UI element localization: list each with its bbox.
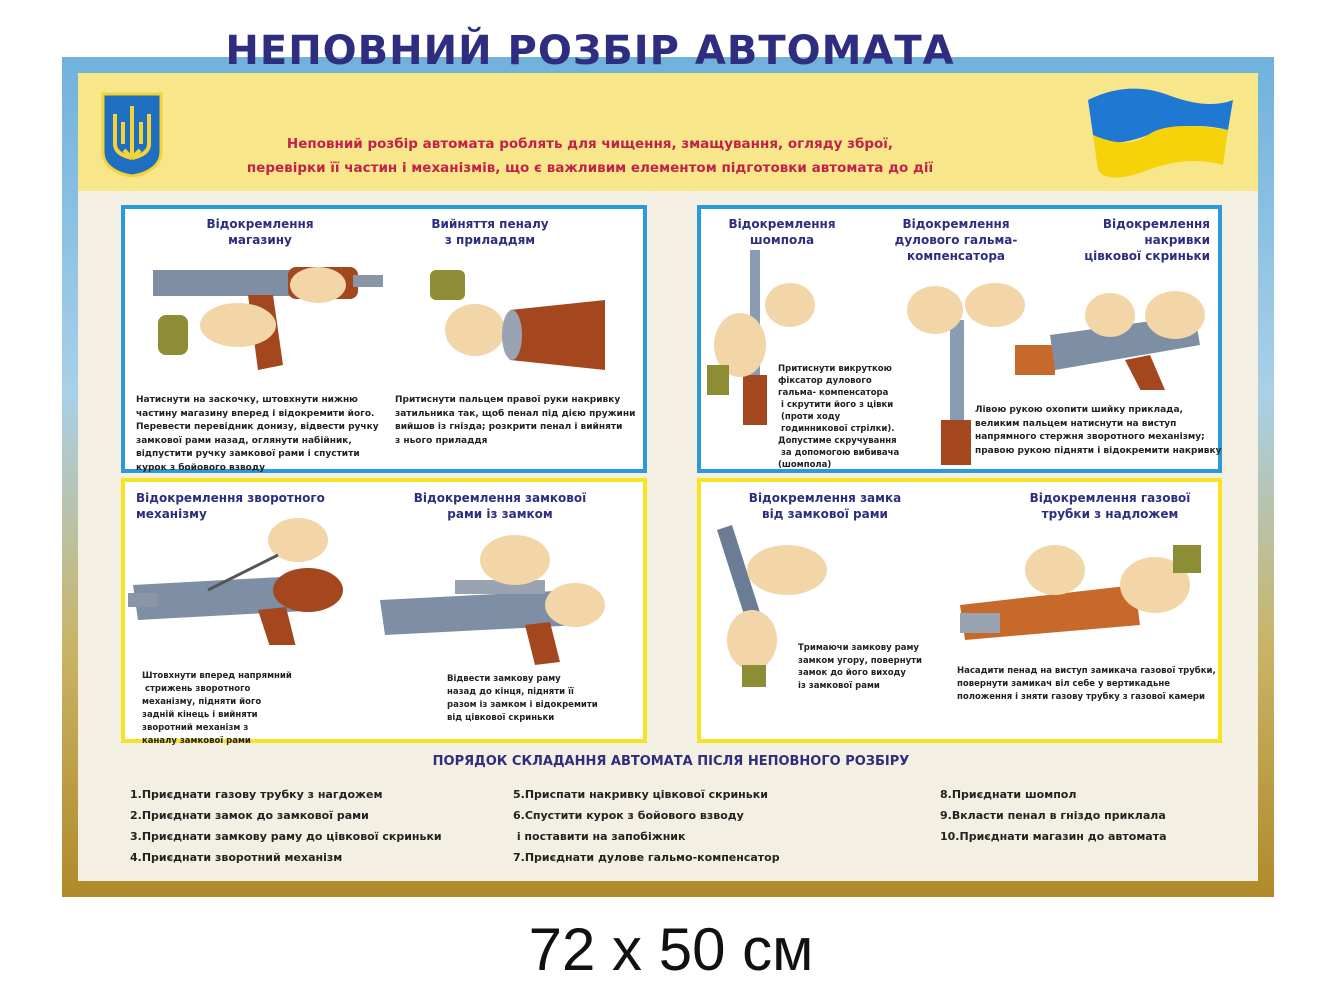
muzzle-brake-illustration — [907, 283, 1025, 465]
bolt-carrier-illustration — [380, 535, 605, 665]
caption-rod: Відокремлення шомпола — [728, 217, 836, 247]
step-1: 1.Приєднати газову трубку з нагдожем — [130, 788, 383, 801]
ukraine-trident-emblem — [101, 92, 163, 178]
step-6: 6.Спустити курок з бойового взводу — [513, 809, 744, 822]
text-magazine: Натиснути на заскочку, штовхнути нижню ч… — [136, 395, 379, 473]
ukraine-flag — [1088, 88, 1233, 178]
poster-header — [78, 73, 1258, 191]
caption-case: Вийняття пеналу з приладдям — [431, 217, 549, 247]
cleaning-rod-illustration — [707, 250, 815, 425]
step-9: 9.Вкласти пенал в гніздо приклала — [940, 809, 1166, 822]
step-4: 4.Приєднати зворотний механізм — [130, 851, 343, 864]
caption-carrier: Відокремлення замкової рами із замком — [413, 491, 587, 521]
step-2: 2.Приєднати замок до замкової рами — [130, 809, 369, 822]
subtitle-line-1: Неповний розбір автомата роблять для чищ… — [286, 136, 894, 152]
poster-background — [62, 57, 1274, 897]
text-bolt: Тримаючи замкову раму замком угору, пове… — [798, 643, 923, 691]
rifle-magazine-illustration — [153, 267, 383, 370]
step-6-continued: і поставити на запобіжник — [513, 830, 686, 843]
step-3: 3.Приєднати замкову раму до цівкової скр… — [130, 830, 442, 843]
text-gas-tube: Насадити пенад на виступ замикача газово… — [957, 666, 1216, 702]
caption-cover: Відокремлення накривки цівкової скриньки — [1084, 217, 1210, 263]
subtitle-line-2: перевірки її частин і механізмів, що є в… — [246, 160, 934, 176]
gas-tube-illustration — [960, 545, 1201, 640]
receiver-cover-illustration — [1015, 291, 1205, 390]
assembly-order-title: ПОРЯДОК СКЛАДАННЯ АВТОМАТА ПІСЛЯ НЕПОВНО… — [432, 754, 910, 769]
step-7: 7.Приєднати дулове гальмо-компенсатор — [513, 851, 780, 864]
text-compensator: Притиснути викруткою фіксатор дулового г… — [778, 364, 900, 470]
caption-gas-tube: Відокремлення газової трубки з надложем — [1029, 491, 1191, 521]
caption-bolt: Відокремлення замка від замкової рами — [748, 491, 902, 521]
cleaning-case-illustration — [430, 270, 605, 370]
poster-title: НЕПОВНИЙ РОЗБІР АВТОМАТА — [225, 28, 955, 74]
text-carrier: Відвести замкову раму назад до кінця, пі… — [447, 674, 598, 723]
text-recoil: Штовхнути вперед напрямний стрижень звор… — [142, 671, 292, 746]
caption-recoil: Відокремлення зворотного механізму — [136, 491, 325, 521]
text-case: Притиснути пальцем правої руки накривку … — [395, 395, 636, 446]
step-8: 8.Приєднати шомпол — [940, 788, 1077, 801]
step-10: 10.Приєднати магазин до автомата — [940, 830, 1167, 843]
poster-size-label: 72 x 50 см — [528, 916, 814, 983]
caption-compensator: Відокремлення дулового гальма- компенсат… — [894, 217, 1018, 263]
bolt-removal-illustration — [717, 525, 827, 687]
caption-magazine: Відокремлення магазину — [206, 217, 314, 247]
text-cover: Лівою рукою охопити шийку приклада, вели… — [975, 405, 1222, 456]
recoil-spring-illustration — [128, 518, 343, 645]
step-5: 5.Приспати накривку цівкової скриньки — [513, 788, 768, 801]
